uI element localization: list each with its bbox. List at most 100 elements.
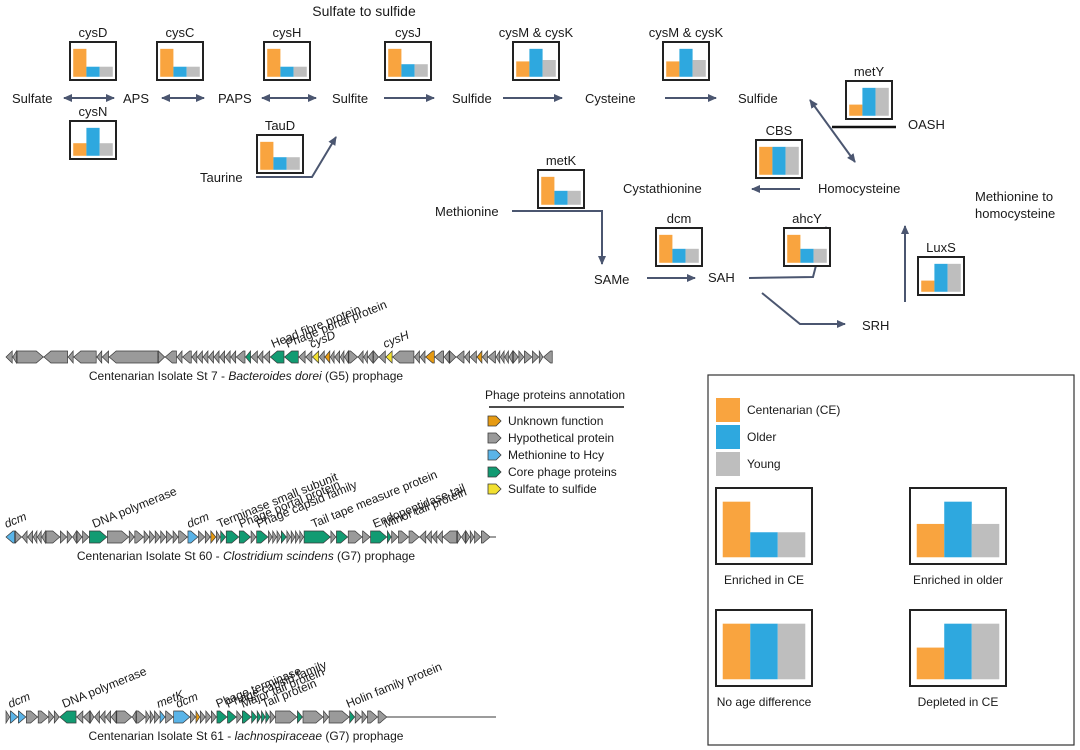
enzyme-chart-cysD — [69, 41, 117, 81]
gene-hypothetical-protein — [457, 529, 462, 545]
gene-hypothetical-protein — [269, 710, 276, 724]
gene-hypothetical-protein — [14, 530, 23, 544]
gene-hypothetical-protein — [32, 529, 38, 545]
gene-hypothetical-protein — [235, 350, 246, 364]
gene-hypothetical-protein — [196, 350, 203, 364]
gene-hypothetical-protein — [431, 530, 438, 544]
gene-hypothetical-protein — [154, 710, 160, 724]
gene-hypothetical-protein — [398, 530, 409, 544]
bar-older — [401, 64, 415, 77]
gene-hypothetical-protein — [378, 350, 386, 364]
gene-hypothetical-protein — [76, 530, 83, 544]
metabolite-cysteine: Cysteine — [585, 91, 636, 106]
gene-unknown-function — [425, 350, 435, 364]
annotation-legend-item-hypothetical-protein: Hypothetical protein — [487, 431, 614, 445]
annotation-swatch-icon — [487, 449, 502, 461]
gene-core-phage-protein — [336, 530, 349, 544]
bar-young — [947, 263, 961, 292]
gene-hypothetical-protein — [392, 350, 415, 364]
caption-suffix: (G7) prophage — [334, 549, 416, 563]
group-legend-item-older: Older — [716, 425, 776, 449]
gene-hypothetical-protein — [107, 530, 130, 544]
gene-hypothetical-protein — [230, 350, 237, 364]
gene-hypothetical-protein — [208, 350, 214, 364]
gene-hypothetical-protein — [128, 530, 135, 544]
gene-core-phage-protein — [284, 350, 299, 364]
gene-hypothetical-protein — [377, 710, 388, 724]
gene-hypothetical-protein — [464, 350, 470, 364]
gene-core-phage-protein — [225, 530, 240, 544]
gene-hypothetical-protein — [134, 530, 145, 544]
bar-young — [785, 146, 799, 175]
metabolite-oash: OASH — [908, 117, 945, 132]
gene-hypothetical-protein — [443, 350, 450, 364]
gene-hypothetical-protein — [199, 710, 206, 724]
caption-suffix: (G7) prophage — [322, 729, 404, 743]
gene-hypothetical-protein — [145, 709, 151, 725]
gene-hypothetical-protein — [414, 350, 420, 364]
gene-methionine-to-hcy — [187, 530, 199, 544]
enzyme-chart-metK — [537, 169, 585, 209]
group-swatch — [716, 452, 740, 476]
enzyme-label-cysC: cysC — [166, 25, 195, 40]
gene-label: dcm — [185, 509, 211, 530]
gene-hypothetical-protein — [323, 710, 329, 724]
bar-older — [750, 532, 778, 558]
enzyme-label-cysH: cysH — [273, 25, 302, 40]
gene-hypothetical-protein — [154, 530, 161, 544]
metabolite-methionine: Methionine — [435, 204, 499, 219]
gene-core-phage-protein — [216, 710, 228, 724]
annotation-swatch-icon — [487, 432, 502, 444]
gene-sulfate-to-sulfide — [385, 350, 393, 364]
bar-young — [567, 190, 581, 205]
gene-core-phage-protein — [227, 710, 237, 724]
gene-hypothetical-protein — [367, 350, 374, 364]
gene-hypothetical-protein — [482, 350, 488, 364]
bar-centenarian — [388, 48, 402, 77]
gene-methionine-to-hcy — [5, 530, 16, 544]
bar-young — [186, 66, 200, 77]
annotation-legend-title: Phage proteins annotation — [485, 388, 625, 402]
prophage-caption: Centenarian Isolate St 7 - Bacteroides d… — [89, 369, 404, 383]
gene-hypothetical-protein — [110, 710, 117, 724]
gene-core-phage-protein — [238, 530, 252, 544]
gene-hypothetical-protein — [164, 350, 177, 364]
gene-hypothetical-protein — [21, 530, 28, 544]
gene-methionine-to-hcy — [159, 710, 166, 724]
annotation-legend-label: Unknown function — [508, 414, 603, 428]
caption-species: Bacteroides dorei — [228, 369, 322, 383]
caption-suffix: (G5) prophage — [322, 369, 404, 383]
enzyme-label-LuxS: LuxS — [926, 240, 956, 255]
gene-hypothetical-protein — [461, 529, 466, 545]
metabolite-taurine: Taurine — [200, 170, 243, 185]
bar-older — [944, 501, 972, 558]
metabolite-homocysteine: Homocysteine — [818, 181, 900, 196]
gene-hypothetical-protein — [373, 350, 379, 364]
gene-hypothetical-protein — [442, 530, 458, 544]
bar-young — [692, 60, 706, 77]
gene-core-phage-protein — [59, 710, 77, 724]
gene-label: cysH — [381, 328, 411, 351]
gene-hypothetical-protein — [43, 350, 68, 364]
annotation-legend-label: Methionine to Hcy — [508, 448, 604, 462]
bar-centenarian — [267, 48, 281, 77]
annotation-legend-label: Sulfate to sulfide — [508, 482, 597, 496]
gene-hypothetical-protein — [99, 710, 106, 724]
gene-hypothetical-protein — [465, 529, 471, 545]
annotation-legend-label: Hypothetical protein — [508, 431, 614, 445]
pattern-depleted_ce: Depleted in CE — [909, 609, 1007, 709]
gene-hypothetical-protein — [236, 710, 243, 724]
gene-hypothetical-protein — [348, 350, 359, 364]
gene-hypothetical-protein — [94, 710, 100, 724]
gene-hypothetical-protein — [302, 710, 324, 724]
gene-core-phage-protein — [303, 530, 331, 544]
pattern-enriched_ce: Enriched in CE — [715, 487, 813, 587]
bar-older — [679, 48, 693, 77]
gene-hypothetical-protein — [158, 350, 166, 364]
bar-young — [542, 60, 556, 77]
enzyme-label-metY: metY — [854, 64, 885, 79]
